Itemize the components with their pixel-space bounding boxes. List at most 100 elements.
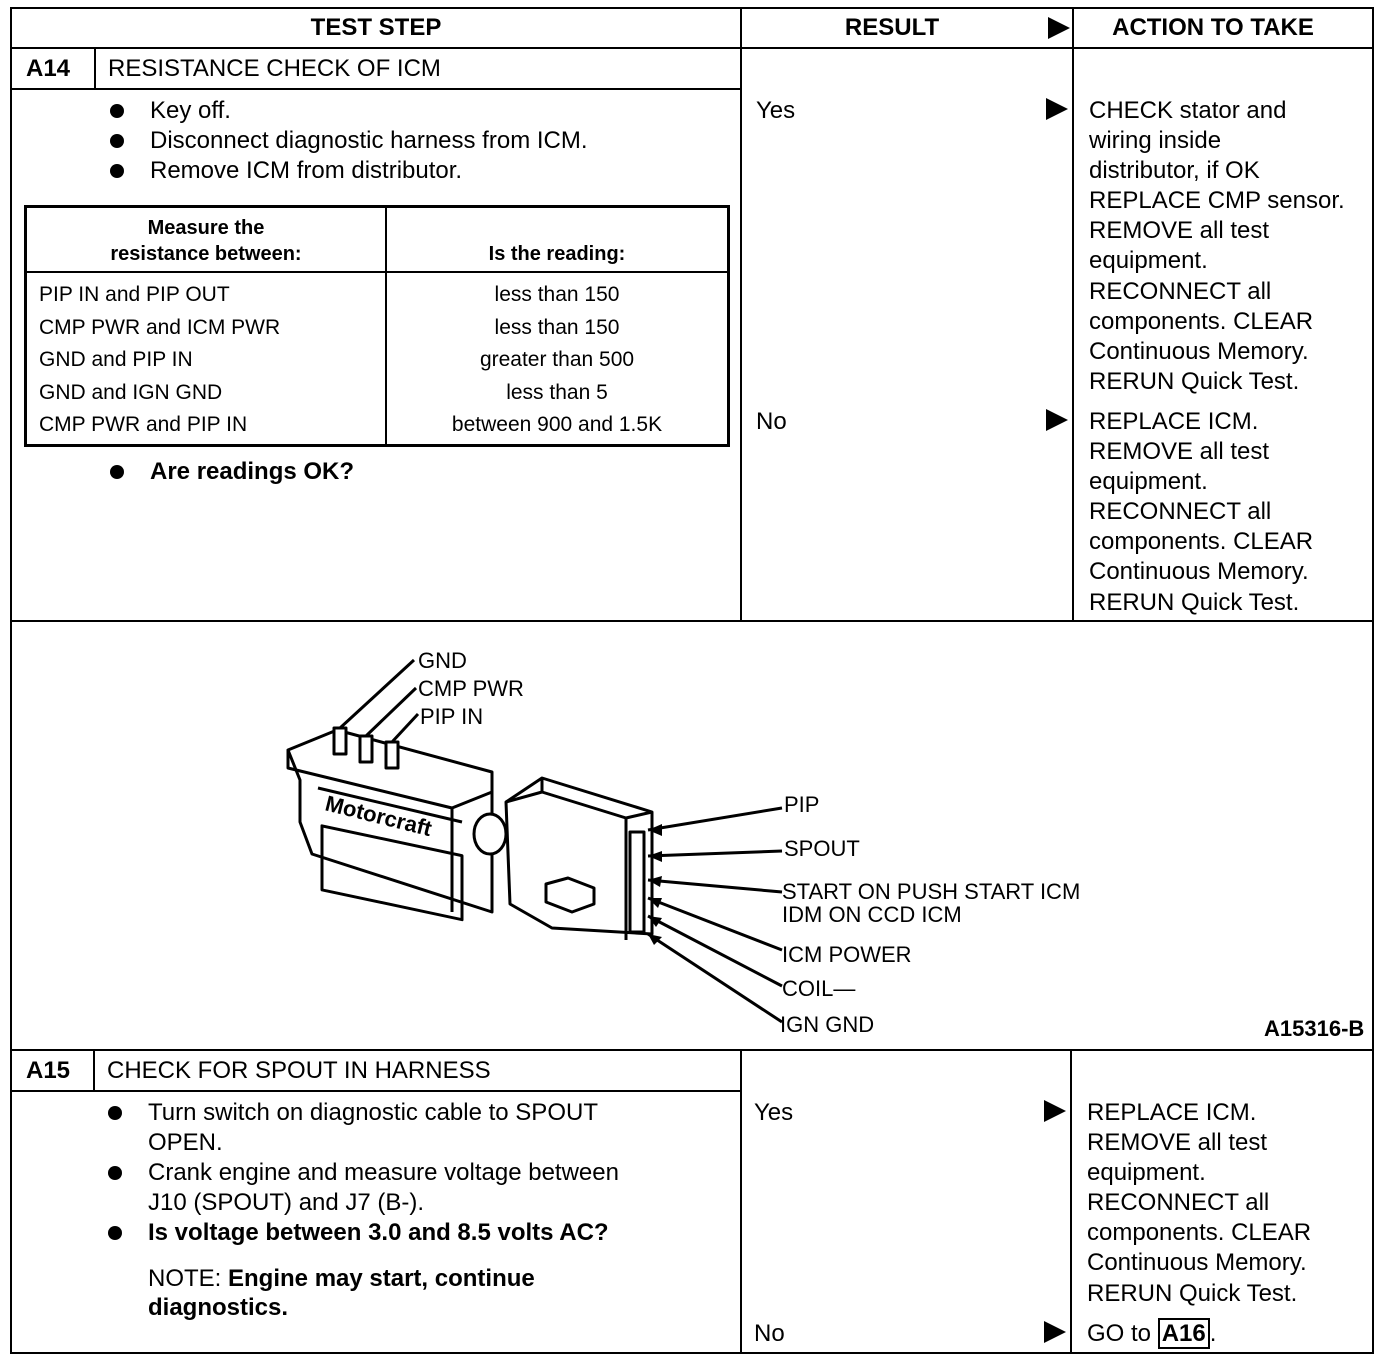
- label-pip-in: PIP IN: [420, 704, 483, 729]
- step-ref-a16[interactable]: A16: [1157, 1318, 1210, 1349]
- action-line: Continuous Memory.: [1089, 558, 1309, 586]
- bullet-icon: [110, 164, 124, 178]
- a15-result-no: No: [754, 1320, 785, 1347]
- leader-spout: [647, 849, 783, 858]
- leader-pip: [647, 806, 783, 832]
- action-line: components. CLEAR: [1089, 307, 1314, 335]
- header-test-step: TEST STEP: [310, 14, 442, 41]
- connector-edge-2: [625, 810, 653, 820]
- resistance-table: Measure the resistance between: Is the r…: [24, 205, 730, 447]
- action-line: CHECK stator and: [1089, 97, 1287, 124]
- leader-start: [647, 878, 783, 894]
- table-cell-reading: between 900 and 1.5K: [385, 409, 729, 445]
- rule-a14-bottom: [10, 620, 1374, 622]
- a14-bullet-2: Disconnect diagnostic harness from ICM.: [150, 127, 588, 154]
- leader-pip-in: [390, 712, 420, 744]
- action-line: RERUN Quick Test.: [1089, 588, 1300, 616]
- action-line: REPLACE ICM.: [1089, 408, 1259, 435]
- resistance-table-header-reading: Is the reading:: [385, 205, 730, 273]
- label-plate: [320, 824, 464, 922]
- leader-icm-power: [647, 896, 783, 952]
- note-text: Engine may start, continue: [228, 1265, 535, 1292]
- rule-bottom: [10, 1352, 1374, 1354]
- action-line: RERUN Quick Test.: [1087, 1279, 1298, 1307]
- a15-bullet-1-line-2: OPEN.: [148, 1129, 223, 1156]
- action-line: RECONNECT all: [1089, 498, 1272, 526]
- header-result: RESULT: [844, 14, 940, 41]
- latch: [544, 876, 596, 914]
- header-arrow-icon: [1048, 17, 1070, 39]
- table-row: GND and PIP IN greater than 500: [26, 344, 729, 377]
- action-line: distributor, if OK: [1089, 157, 1260, 185]
- a14-question: Are readings OK?: [150, 458, 355, 485]
- a14-bullet-3: Remove ICM from distributor.: [150, 157, 463, 184]
- table-row: GND and IGN GND less than 5: [26, 376, 729, 409]
- table-cell-reading: less than 150: [385, 271, 729, 312]
- action-line: RECONNECT all: [1089, 277, 1272, 305]
- bullet-icon: [108, 1226, 122, 1240]
- table-cell-between: CMP PWR and ICM PWR: [39, 315, 281, 339]
- a15-note-line-1: NOTE: Engine may start, continue: [148, 1264, 535, 1294]
- arrow-right-icon: [1046, 98, 1068, 120]
- a15-bullet-3: Is voltage between 3.0 and 8.5 volts AC?: [148, 1219, 609, 1246]
- rule-a14-id: [94, 47, 96, 90]
- action-line: RECONNECT all: [1087, 1189, 1270, 1217]
- table-row: PIP IN and PIP OUT less than 150: [26, 271, 729, 312]
- bullet-icon: [110, 104, 124, 118]
- table-row: CMP PWR and PIP IN between 900 and 1.5K: [26, 409, 729, 445]
- header-line: Measure the: [147, 216, 265, 239]
- brand-line: [317, 786, 463, 824]
- arrowhead: [648, 898, 662, 908]
- rule-left: [10, 7, 12, 1354]
- bullet-icon: [110, 465, 124, 479]
- action-line: REMOVE all test: [1089, 217, 1270, 245]
- label-cmp-pwr: CMP PWR: [418, 676, 524, 701]
- a15-yes-action: REPLACE ICM. REMOVE all test equipment. …: [1087, 1098, 1311, 1309]
- header-line: resistance between:: [110, 242, 302, 265]
- note-prefix: NOTE:: [148, 1265, 229, 1292]
- bullet-icon: [110, 134, 124, 148]
- arrowhead: [648, 916, 662, 927]
- rule-a14-title: [10, 88, 740, 90]
- rule-col2-a15: [1070, 1049, 1072, 1354]
- table-cell-between: PIP IN and PIP OUT: [39, 282, 230, 306]
- bullet-icon: [108, 1166, 122, 1180]
- action-line: Continuous Memory.: [1089, 337, 1309, 365]
- pin-gnd: [332, 726, 348, 756]
- table-cell-between: GND and IGN GND: [39, 380, 223, 404]
- a14-result-yes: Yes: [756, 97, 796, 124]
- icm-connector-diagram: Motorcraft GND CMP PWR PIP IN PIP SPOUT …: [286, 648, 1364, 1041]
- pin-pip-in: [384, 740, 400, 770]
- table-cell-between: GND and PIP IN: [39, 348, 193, 371]
- action-line: REMOVE all test: [1087, 1129, 1268, 1157]
- arrowhead: [648, 876, 662, 887]
- rule-right: [1372, 7, 1374, 1354]
- resistance-table-header-between: Measure the resistance between:: [24, 205, 387, 273]
- rule-col2-a14: [1072, 7, 1074, 622]
- a15-title: CHECK FOR SPOUT IN HARNESS: [107, 1057, 491, 1084]
- rule-top: [10, 7, 1374, 9]
- leader-coil: [647, 914, 783, 988]
- a15-bullet-1-line-1: Turn switch on diagnostic cable to SPOUT: [148, 1099, 598, 1126]
- label-ign-gnd: IGN GND: [780, 1012, 874, 1037]
- label-pip: PIP: [784, 792, 819, 817]
- a15-step-id: A15: [26, 1057, 71, 1084]
- label-spout: SPOUT: [784, 836, 860, 861]
- table-cell-reading: greater than 500: [385, 344, 729, 377]
- a14-step-id: A14: [26, 55, 71, 82]
- leader-gnd: [338, 658, 416, 730]
- a15-bullet-2-line-1: Crank engine and measure voltage between: [148, 1159, 619, 1186]
- rule-a15-id: [93, 1049, 95, 1092]
- module-top-edge: [286, 750, 493, 810]
- arrowhead: [648, 851, 662, 862]
- goto-suffix: .: [1209, 1320, 1217, 1347]
- a14-no-action: REPLACE ICM. REMOVE all test equipment. …: [1089, 407, 1313, 618]
- arrow-right-icon: [1046, 409, 1068, 431]
- label-coil: COIL—: [782, 976, 855, 1001]
- leader-ign-gnd: [647, 932, 783, 1024]
- figure-id: A15316-B: [1264, 1016, 1364, 1041]
- a14-result-no: No: [756, 408, 787, 435]
- a15-note-line-2: diagnostics.: [148, 1294, 289, 1321]
- label-icm-power: ICM POWER: [782, 942, 912, 967]
- header-action: ACTION TO TAKE: [1112, 14, 1314, 41]
